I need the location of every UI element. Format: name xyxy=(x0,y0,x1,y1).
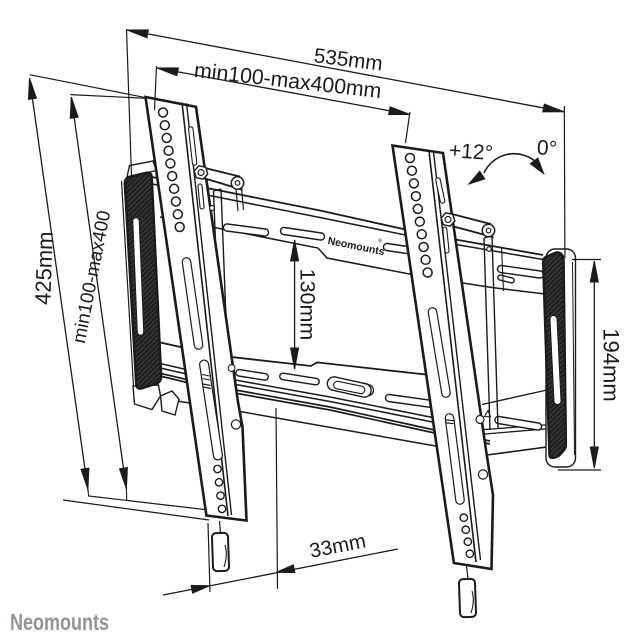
svg-text:®: ® xyxy=(377,237,382,245)
svg-text:0°: 0° xyxy=(536,136,558,160)
svg-text:+12°: +12° xyxy=(448,139,494,165)
svg-text:Neomounts: Neomounts xyxy=(10,609,109,635)
svg-text:130mm: 130mm xyxy=(296,269,320,341)
svg-text:194mm: 194mm xyxy=(599,328,624,401)
svg-text:425mm: 425mm xyxy=(30,231,58,305)
